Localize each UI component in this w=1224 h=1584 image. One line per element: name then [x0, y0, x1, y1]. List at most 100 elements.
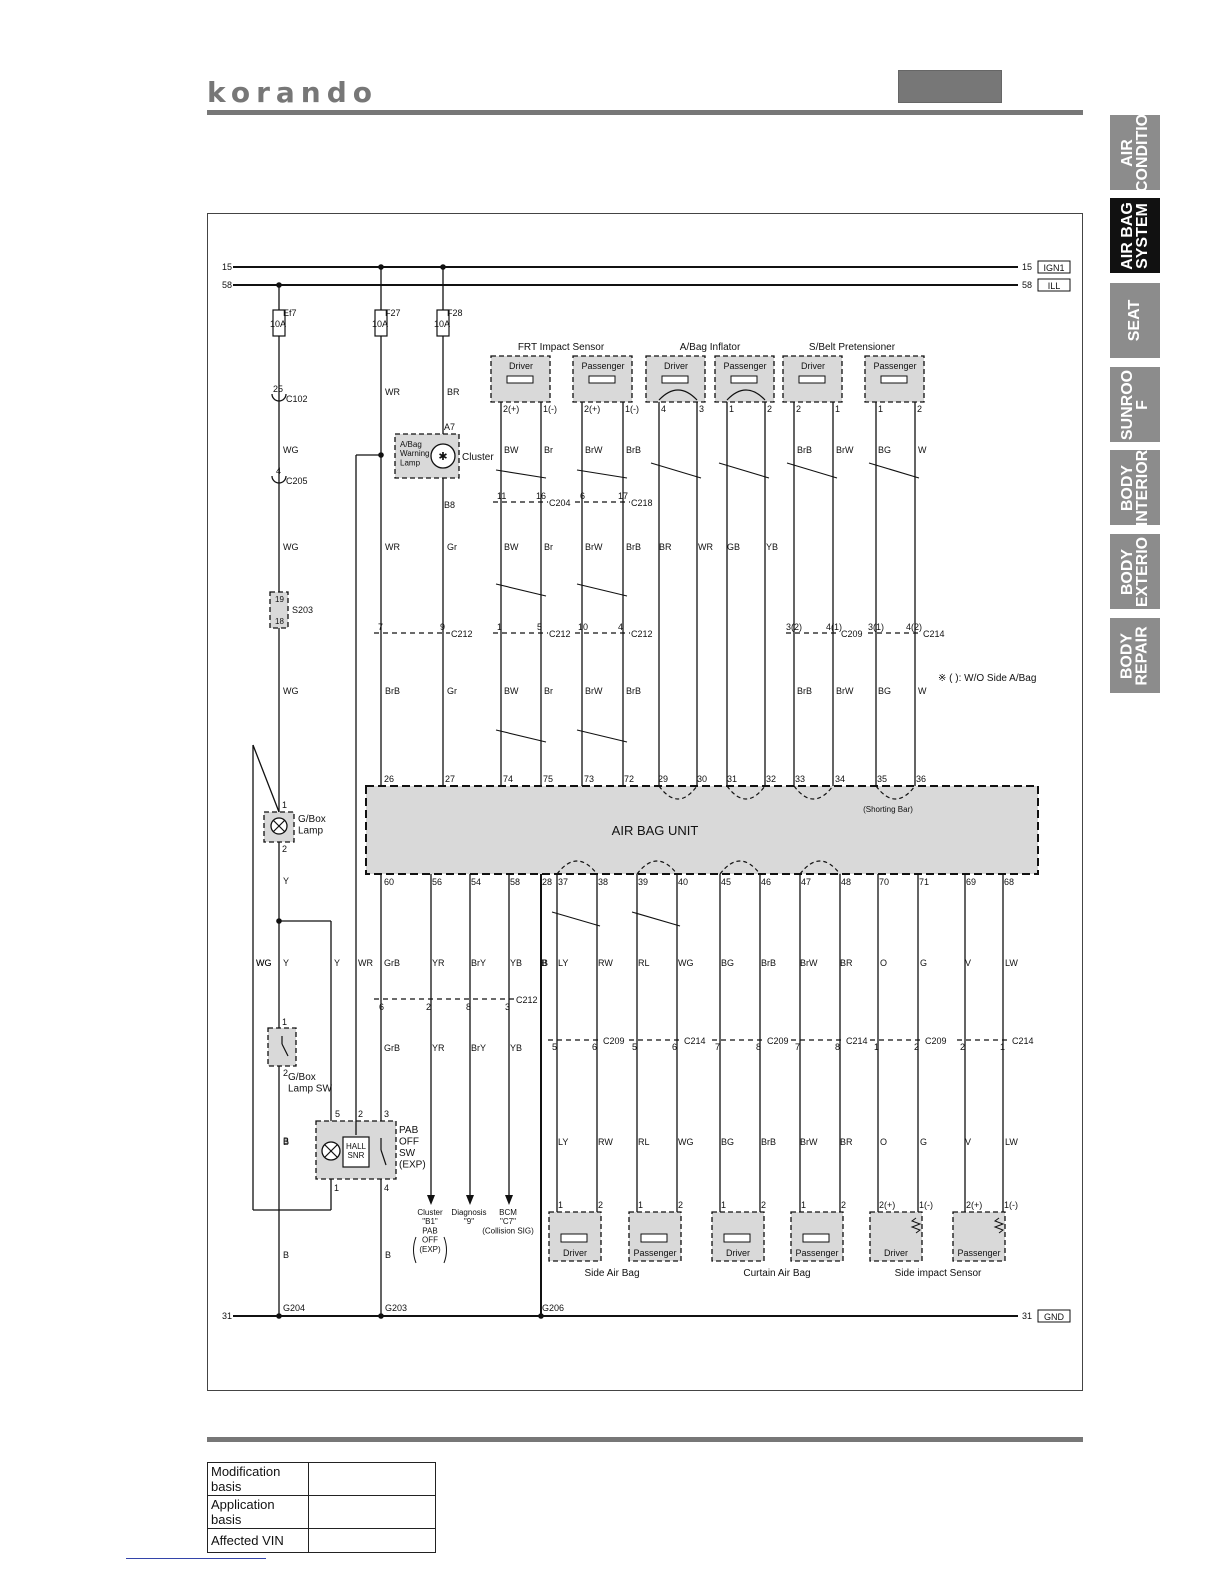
- twist-mark: [576, 469, 628, 479]
- wire-color: B: [385, 1250, 391, 1260]
- airbag-warning-icon: [430, 443, 456, 469]
- side-tab-air-bag-system[interactable]: AIR BAG SYSTEM: [1110, 198, 1160, 273]
- c212-label: C212: [631, 629, 653, 639]
- component-pin: 1(-): [1004, 1200, 1018, 1210]
- component-pin: 2(+): [584, 404, 600, 414]
- wire-color: BrW: [585, 542, 603, 552]
- twist-mark: [576, 583, 628, 597]
- component-pin: 1: [721, 1200, 726, 1210]
- wire-color: BrW: [800, 1137, 818, 1147]
- wire-color: WG: [678, 958, 694, 968]
- wire-color: LW: [1005, 958, 1018, 968]
- header-rule: [207, 110, 1083, 115]
- bottom-component-label: Passenger: [633, 1248, 676, 1258]
- bottom-component-label: Driver: [563, 1248, 587, 1258]
- shorting-bar: [556, 860, 598, 875]
- arrow-icon: [427, 1195, 435, 1205]
- connector-label: C214: [684, 1036, 706, 1046]
- wire-color: G: [920, 1137, 927, 1147]
- element-icon: [588, 375, 616, 384]
- wg-diag: [252, 744, 280, 813]
- component-pin: 1(-): [625, 404, 639, 414]
- arrow-icon: [505, 1195, 513, 1205]
- connector-pin: 4(1): [826, 622, 842, 632]
- wire-color: BrY: [471, 958, 486, 968]
- side-tab-air-conditio[interactable]: AIR CONDITIO: [1110, 113, 1160, 192]
- wire-color: BrB: [797, 686, 812, 696]
- wire-color: BrW: [585, 445, 603, 455]
- component-pin: 1: [801, 1200, 806, 1210]
- shorting-bar: [636, 860, 678, 875]
- unit-pin: 36: [916, 774, 926, 784]
- wire-color: GrB: [384, 1043, 400, 1053]
- twist-mark: [495, 469, 547, 479]
- connector-pin: 1: [874, 1042, 879, 1052]
- affected-vin-value: [308, 1528, 436, 1553]
- wire-color: GrB: [384, 958, 400, 968]
- diagnosis-output-label: Diagnosis"9": [451, 1208, 486, 1226]
- element-icon: [640, 1233, 668, 1243]
- bottom-link-underline[interactable]: [126, 1558, 266, 1559]
- component-pin: 3: [699, 404, 704, 414]
- footer-rule: [207, 1437, 1083, 1442]
- unit-pin: 32: [766, 774, 776, 784]
- component-pin: 2(+): [503, 404, 519, 414]
- wire-color: WR: [358, 958, 373, 968]
- unit-pin: 48: [841, 877, 851, 887]
- wire-color: BrW: [836, 686, 854, 696]
- side-tab-sunroo-f[interactable]: SUNROO F: [1110, 367, 1160, 442]
- component-pin: 2: [767, 404, 772, 414]
- c102-connector: [271, 393, 287, 402]
- side-tab-body-exterio[interactable]: BODY EXTERIO: [1110, 534, 1160, 609]
- wire-color: BG: [878, 445, 891, 455]
- c212-label: C212: [516, 995, 538, 1005]
- wire-color: YB: [766, 542, 778, 552]
- connector-pin: 3(2): [786, 622, 802, 632]
- connector-pin: 7: [715, 1042, 720, 1052]
- table-row: Application basis: [207, 1495, 436, 1529]
- side-impact-sensor-label: Side impact Sensor: [895, 1268, 982, 1279]
- ill-number: 58: [222, 280, 232, 290]
- wire-color: BrB: [626, 542, 641, 552]
- side-tab-seat[interactable]: SEAT: [1110, 283, 1160, 358]
- wire-color: WG: [256, 958, 272, 968]
- pab-pin: 1: [334, 1183, 339, 1193]
- twist-mark: [551, 911, 601, 927]
- element-icon: [723, 1233, 751, 1243]
- curtain-air-bag-label: Curtain Air Bag: [743, 1268, 810, 1279]
- side-tab-body-interior[interactable]: BODY INTERIOR: [1110, 449, 1160, 526]
- shorting-bar-label: (Shorting Bar): [863, 805, 913, 814]
- bracket-icon: [443, 1236, 447, 1264]
- connector-pin: 7: [378, 622, 383, 632]
- connector-pin: 9: [440, 622, 445, 632]
- wire-color: BrY: [471, 1043, 486, 1053]
- ill-number: 58: [1022, 280, 1032, 290]
- wire-color: Y: [334, 958, 340, 968]
- wire-color: BW: [504, 686, 519, 696]
- connector-pin: 4: [618, 622, 623, 632]
- side-tab-body-repair[interactable]: BODY REPAIR: [1110, 618, 1160, 693]
- modification-table: Modification basis Application basis Aff…: [207, 1462, 436, 1553]
- gnd-label: GND: [1044, 1312, 1065, 1322]
- unit-pin: 58: [510, 877, 520, 887]
- hall-sensor-box: [342, 1136, 370, 1168]
- connector-pin: 17: [618, 491, 628, 501]
- s203-splice: [269, 591, 289, 629]
- wire-color: BR: [659, 542, 672, 552]
- unit-pin: 69: [966, 877, 976, 887]
- pab-pin: 4: [384, 1183, 389, 1193]
- component-pin: 1: [835, 404, 840, 414]
- wire-color: Y: [283, 876, 289, 886]
- element-icon: [661, 375, 689, 384]
- twist-mark: [576, 729, 628, 743]
- side-abag-note: ※ ( ): W/O Side A/Bag: [938, 673, 1036, 684]
- connector-pin: 6: [379, 1002, 384, 1012]
- wire-color: WG: [256, 958, 272, 968]
- wire-color: WG: [283, 542, 299, 552]
- component-pin: 4: [661, 404, 666, 414]
- connector-pin: 5: [537, 622, 542, 632]
- top-component-label: Driver: [801, 361, 825, 371]
- c209-label: C209: [841, 629, 863, 639]
